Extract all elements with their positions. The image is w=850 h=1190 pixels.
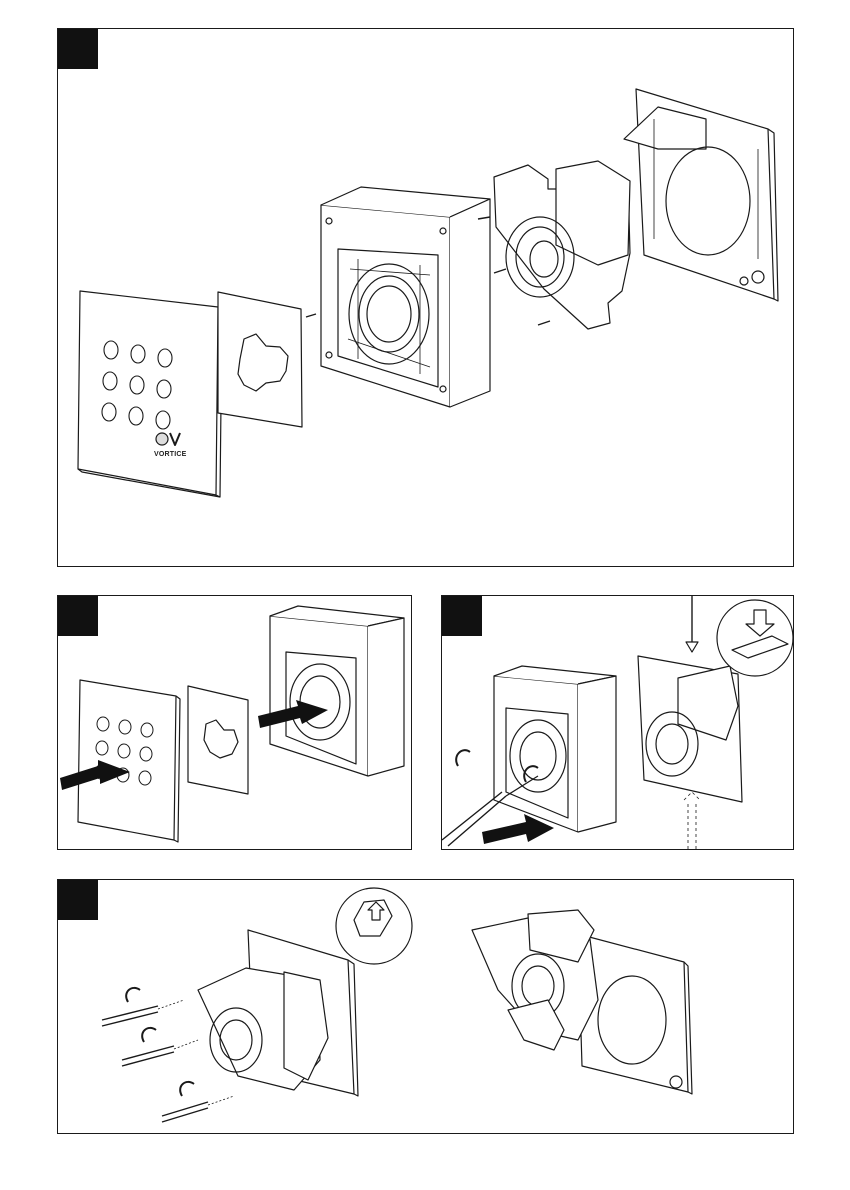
figure-1-panel: VORTICE <box>57 28 794 567</box>
brand-logo-text: VORTICE <box>154 451 187 458</box>
gasket-drawing <box>218 292 302 427</box>
figure-4-motor-removal-drawing <box>58 880 795 1135</box>
figure-3-panel <box>441 595 794 850</box>
housing-drawing <box>306 187 490 407</box>
figure-1-exploded-drawing: VORTICE <box>58 29 795 568</box>
front-cover-drawing: VORTICE <box>78 291 222 497</box>
figure-3-screwdriver-drawing <box>442 596 795 851</box>
figure-2-panel <box>57 595 412 850</box>
figure-4-panel <box>57 879 794 1134</box>
motor-assembly-drawing <box>478 161 630 329</box>
back-frame-drawing <box>624 89 778 301</box>
figure-2-removal-drawing <box>58 596 413 851</box>
